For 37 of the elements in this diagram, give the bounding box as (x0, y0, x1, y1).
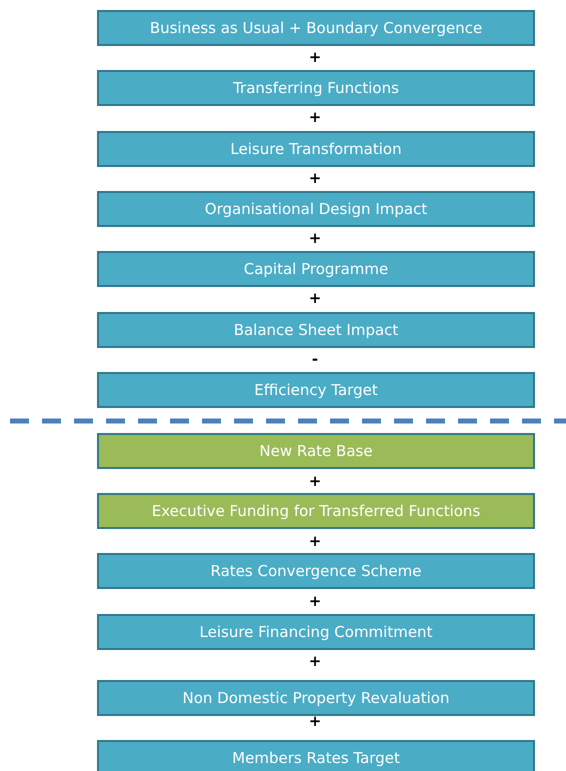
box-label: Leisure Financing Commitment (200, 623, 432, 641)
box-label: Business as Usual + Boundary Convergence (150, 19, 482, 37)
process-box (97, 251, 535, 287)
operator-sign: + (308, 108, 322, 126)
process-box (97, 10, 535, 46)
box-label: Balance Sheet Impact (234, 321, 398, 339)
operator-sign: + (308, 472, 322, 490)
process-box (97, 680, 535, 716)
box-label: Efficiency Target (254, 381, 378, 399)
operator-sign: + (308, 229, 322, 247)
process-box (97, 312, 535, 348)
process-box (97, 553, 535, 589)
box-label: Leisure Transformation (230, 140, 402, 158)
process-box (97, 614, 535, 650)
process-box (97, 70, 535, 106)
operator-sign: + (308, 48, 322, 66)
box-label: Executive Funding for Transferred Functions (152, 502, 480, 520)
process-box (97, 493, 535, 529)
box-label: Rates Convergence Scheme (210, 562, 422, 580)
process-box (97, 372, 535, 408)
operator-sign: - (310, 350, 320, 368)
box-label: Non Domestic Property Revaluation (182, 689, 450, 707)
operator-sign: + (308, 652, 322, 670)
box-label: Capital Programme (244, 260, 388, 278)
box-label: Organisational Design Impact (204, 200, 428, 218)
operator-sign: + (308, 169, 322, 187)
operator-sign: + (308, 289, 322, 307)
operator-sign: + (308, 712, 322, 730)
box-label: Members Rates Target (232, 749, 400, 767)
process-box (97, 740, 535, 771)
process-box (97, 433, 535, 469)
process-box (97, 191, 535, 227)
box-label: Transferring Functions (233, 79, 399, 97)
process-box (97, 131, 535, 167)
operator-sign: + (308, 592, 322, 610)
box-label: New Rate Base (259, 442, 373, 460)
operator-sign: + (308, 532, 322, 550)
